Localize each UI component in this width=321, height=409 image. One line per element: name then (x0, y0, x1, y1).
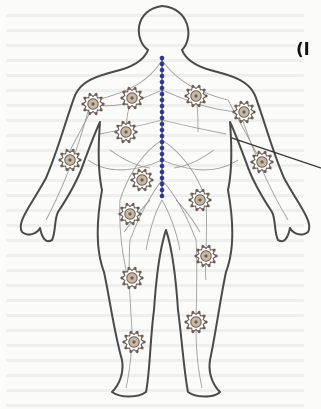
thoracic-duct-bead (160, 80, 165, 85)
lymph-vessel (162, 160, 238, 170)
thoracic-duct-bead (160, 62, 165, 67)
lymph-vessel (110, 150, 150, 168)
thoracic-duct-bead (160, 176, 165, 181)
thoracic-duct-bead (160, 158, 165, 163)
thoracic-duct-bead (160, 194, 165, 199)
lymph-node-icon (59, 149, 82, 171)
lymph-vessel (205, 200, 206, 280)
lymph-node-icon (189, 189, 212, 211)
thoracic-duct-bead (160, 104, 165, 109)
thoracic-duct-bead (160, 128, 165, 133)
lymph-node-icon (185, 311, 208, 333)
lymph-node-icon (233, 101, 256, 123)
thoracic-duct-bead (160, 182, 165, 187)
thoracic-duct-bead (160, 110, 165, 115)
pointer-line (232, 138, 321, 168)
lymph-node-icon (251, 151, 274, 173)
lymph-vessel (174, 150, 214, 168)
lymph-vessel (196, 330, 202, 388)
lymph-vessel (146, 200, 162, 250)
thoracic-duct-bead (160, 92, 165, 97)
lymph-vessel (162, 120, 226, 134)
thoracic-duct-bead (160, 170, 165, 175)
thoracic-duct-bead (160, 140, 165, 145)
lymph-node-icon (82, 93, 105, 115)
lymph-node-icon (195, 245, 218, 267)
thoracic-duct (160, 56, 165, 199)
lymph-node-icon (131, 169, 154, 191)
thoracic-duct-bead (160, 188, 165, 193)
cut-off-label: (l (296, 40, 310, 60)
lymph-node-icon (121, 87, 144, 109)
thoracic-duct-bead (160, 98, 165, 103)
lymph-node-icon (115, 121, 138, 143)
thoracic-duct-bead (160, 164, 165, 169)
lymph-vessel (162, 200, 180, 250)
lymph-node-icon (123, 331, 146, 353)
thoracic-duct-bead (160, 134, 165, 139)
thoracic-duct-bead (160, 152, 165, 157)
thoracic-duct-bead (160, 146, 165, 151)
thoracic-duct-bead (160, 122, 165, 127)
thoracic-duct-bead (160, 116, 165, 121)
lymph-node-icon (185, 85, 208, 107)
thoracic-duct-bead (160, 74, 165, 79)
lymph-node-icon (121, 267, 144, 289)
thoracic-duct-bead (160, 56, 165, 61)
thoracic-duct-bead (160, 86, 165, 91)
thoracic-duct-bead (160, 68, 165, 73)
